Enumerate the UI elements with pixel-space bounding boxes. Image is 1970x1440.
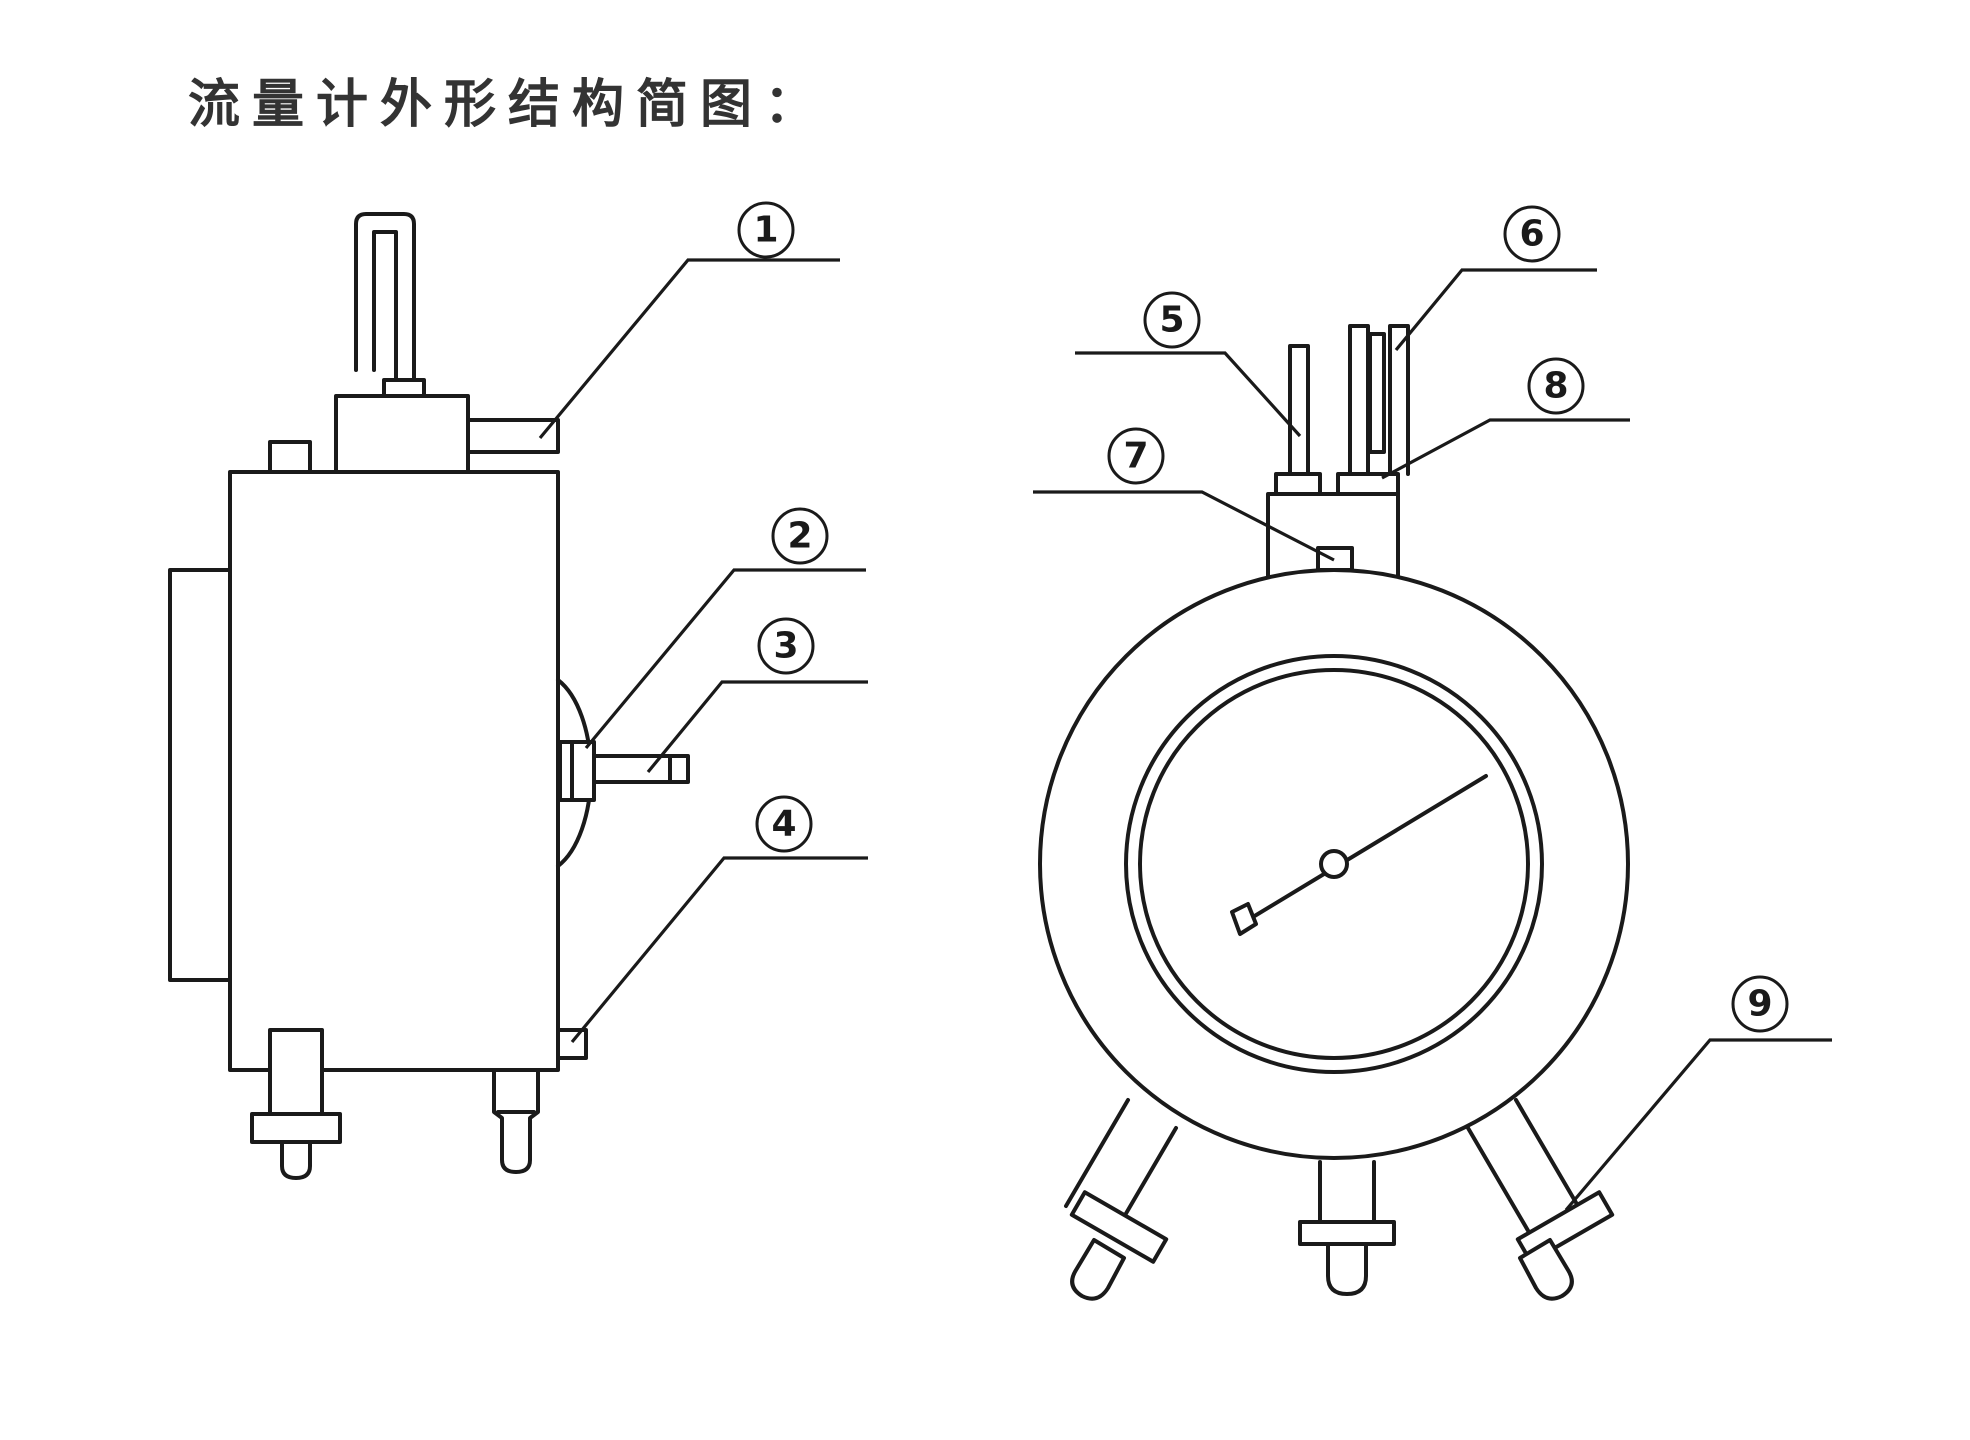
- callout-number-6: 6: [1519, 214, 1544, 255]
- callout-circle-5: [1143, 291, 1201, 349]
- callout-number-4: 4: [771, 804, 796, 845]
- front-dial-pivot: [1319, 849, 1349, 879]
- side-small-port: [556, 1028, 588, 1060]
- front-top-fitting-5: [1274, 472, 1322, 496]
- front-view: [1038, 324, 1630, 1301]
- side-top-nub: [268, 440, 312, 474]
- leader-line-7: [1033, 490, 1335, 562]
- callout-number-1: 1: [753, 210, 778, 251]
- front-top-u-tube-6: [1348, 324, 1410, 476]
- front-leg-right: [1466, 1098, 1615, 1301]
- leader-line-9: [1564, 1038, 1832, 1212]
- side-front-stem: [592, 754, 690, 784]
- side-bottom-bolt-block: [268, 1028, 324, 1116]
- diagram-title: 流量计外形结构简图：: [188, 75, 829, 135]
- side-top-block: [334, 394, 470, 474]
- front-leg-left: [1064, 1098, 1178, 1301]
- front-needle-tail: [1230, 902, 1258, 936]
- callout-number-2: 2: [787, 516, 812, 557]
- callout-number-7: 7: [1123, 436, 1148, 477]
- side-bottom-nut: [250, 1112, 342, 1144]
- callout-circle-2: [771, 507, 829, 565]
- callout-circle-7: [1107, 427, 1165, 485]
- callout-circle-9: [1731, 975, 1789, 1033]
- callout-number-8: 8: [1543, 366, 1568, 407]
- leader-line-4: [570, 856, 868, 1044]
- side-bottom-nozzle: [492, 1068, 540, 1174]
- callout-circle-6: [1503, 205, 1561, 263]
- side-bottom-bolt-tip: [280, 1140, 312, 1180]
- leader-line-2: [584, 568, 866, 750]
- callout-number-3: 3: [773, 626, 798, 667]
- callout-circle-8: [1527, 357, 1585, 415]
- front-leg-center: [1298, 1160, 1396, 1296]
- callout-circle-3: [757, 617, 815, 675]
- side-rear-plate: [168, 568, 232, 982]
- side-top-handle: [354, 212, 416, 386]
- callout-circle-1: [737, 201, 795, 259]
- callout-number-5: 5: [1159, 300, 1184, 341]
- side-view: [168, 212, 690, 1180]
- front-top-fitting-8: [1336, 472, 1400, 496]
- leader-line-1: [538, 258, 840, 440]
- front-top-block-port-7: [1316, 546, 1354, 572]
- front-center-nut: [1298, 1220, 1396, 1246]
- side-main-body: [228, 470, 560, 1072]
- side-valve-body: [558, 740, 596, 802]
- side-top-outlet-pipe: [466, 418, 560, 454]
- callout-circle-4: [755, 795, 813, 853]
- front-top-tube-5: [1288, 344, 1310, 476]
- callouts: 1 2 3 4 5 6 7 8 9: [538, 201, 1832, 1212]
- callout-number-9: 9: [1747, 984, 1772, 1025]
- leader-line-6: [1394, 268, 1597, 352]
- leader-line-5: [1075, 351, 1302, 438]
- front-dial-needle: [1246, 774, 1488, 922]
- leader-line-8: [1381, 418, 1630, 480]
- leader-line-3: [646, 680, 868, 774]
